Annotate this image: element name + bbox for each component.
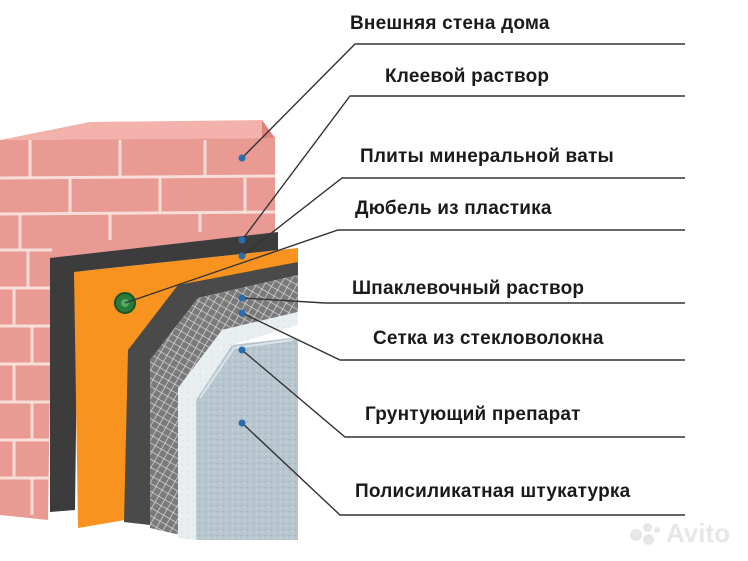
marker-dot-2 bbox=[238, 236, 246, 244]
leader-line-3 bbox=[241, 177, 685, 257]
brick-wall bbox=[0, 120, 276, 520]
adhesive-layer bbox=[50, 232, 278, 512]
label-outer-wall: Внешняя стена дома bbox=[350, 13, 550, 34]
marker-dot-1 bbox=[238, 154, 246, 162]
brick-wall-front bbox=[0, 138, 275, 520]
avito-watermark-text: Avito bbox=[665, 518, 730, 548]
leader-line-7 bbox=[241, 349, 685, 438]
label-putty-mortar: Шпаклевочный раствор bbox=[352, 278, 585, 299]
leader-line-6 bbox=[241, 312, 685, 361]
label-plastic-dowel: Дюбель из пластика bbox=[355, 198, 552, 219]
label-fiberglass-mesh: Сетка из стекловолокна bbox=[373, 328, 604, 349]
label-mineral-wool-boards: Плиты минеральной ваты bbox=[360, 146, 614, 167]
marker-dot-7 bbox=[238, 346, 246, 354]
leader-lines bbox=[124, 43, 685, 516]
marker-dots bbox=[238, 154, 246, 427]
primer-layer bbox=[178, 312, 298, 540]
brick-mortar-joints bbox=[0, 140, 276, 515]
marker-dot-5 bbox=[238, 294, 246, 302]
leader-line-5 bbox=[241, 297, 685, 304]
leader-line-1 bbox=[241, 43, 685, 159]
leader-line-8 bbox=[241, 422, 685, 516]
polysilicate-plaster bbox=[196, 338, 298, 540]
marker-dot-3 bbox=[238, 252, 246, 260]
label-adhesive-mortar: Клеевой раствор bbox=[385, 66, 550, 87]
avito-watermark: Avito bbox=[629, 518, 730, 549]
leader-line-2 bbox=[241, 95, 685, 241]
label-polysilicate-plaster: Полисиликатная штукатурка bbox=[355, 481, 631, 502]
marker-dot-8 bbox=[238, 419, 246, 427]
brick-wall-top bbox=[0, 120, 275, 140]
avito-logo-icon bbox=[629, 522, 660, 545]
fiberglass-mesh-layer bbox=[150, 275, 298, 535]
marker-dot-6 bbox=[238, 309, 246, 317]
label-primer: Грунтующий препарат bbox=[365, 404, 581, 425]
leader-line-4 bbox=[124, 229, 685, 304]
putty-layer bbox=[124, 262, 298, 525]
mineral-wool-layer bbox=[74, 248, 298, 528]
